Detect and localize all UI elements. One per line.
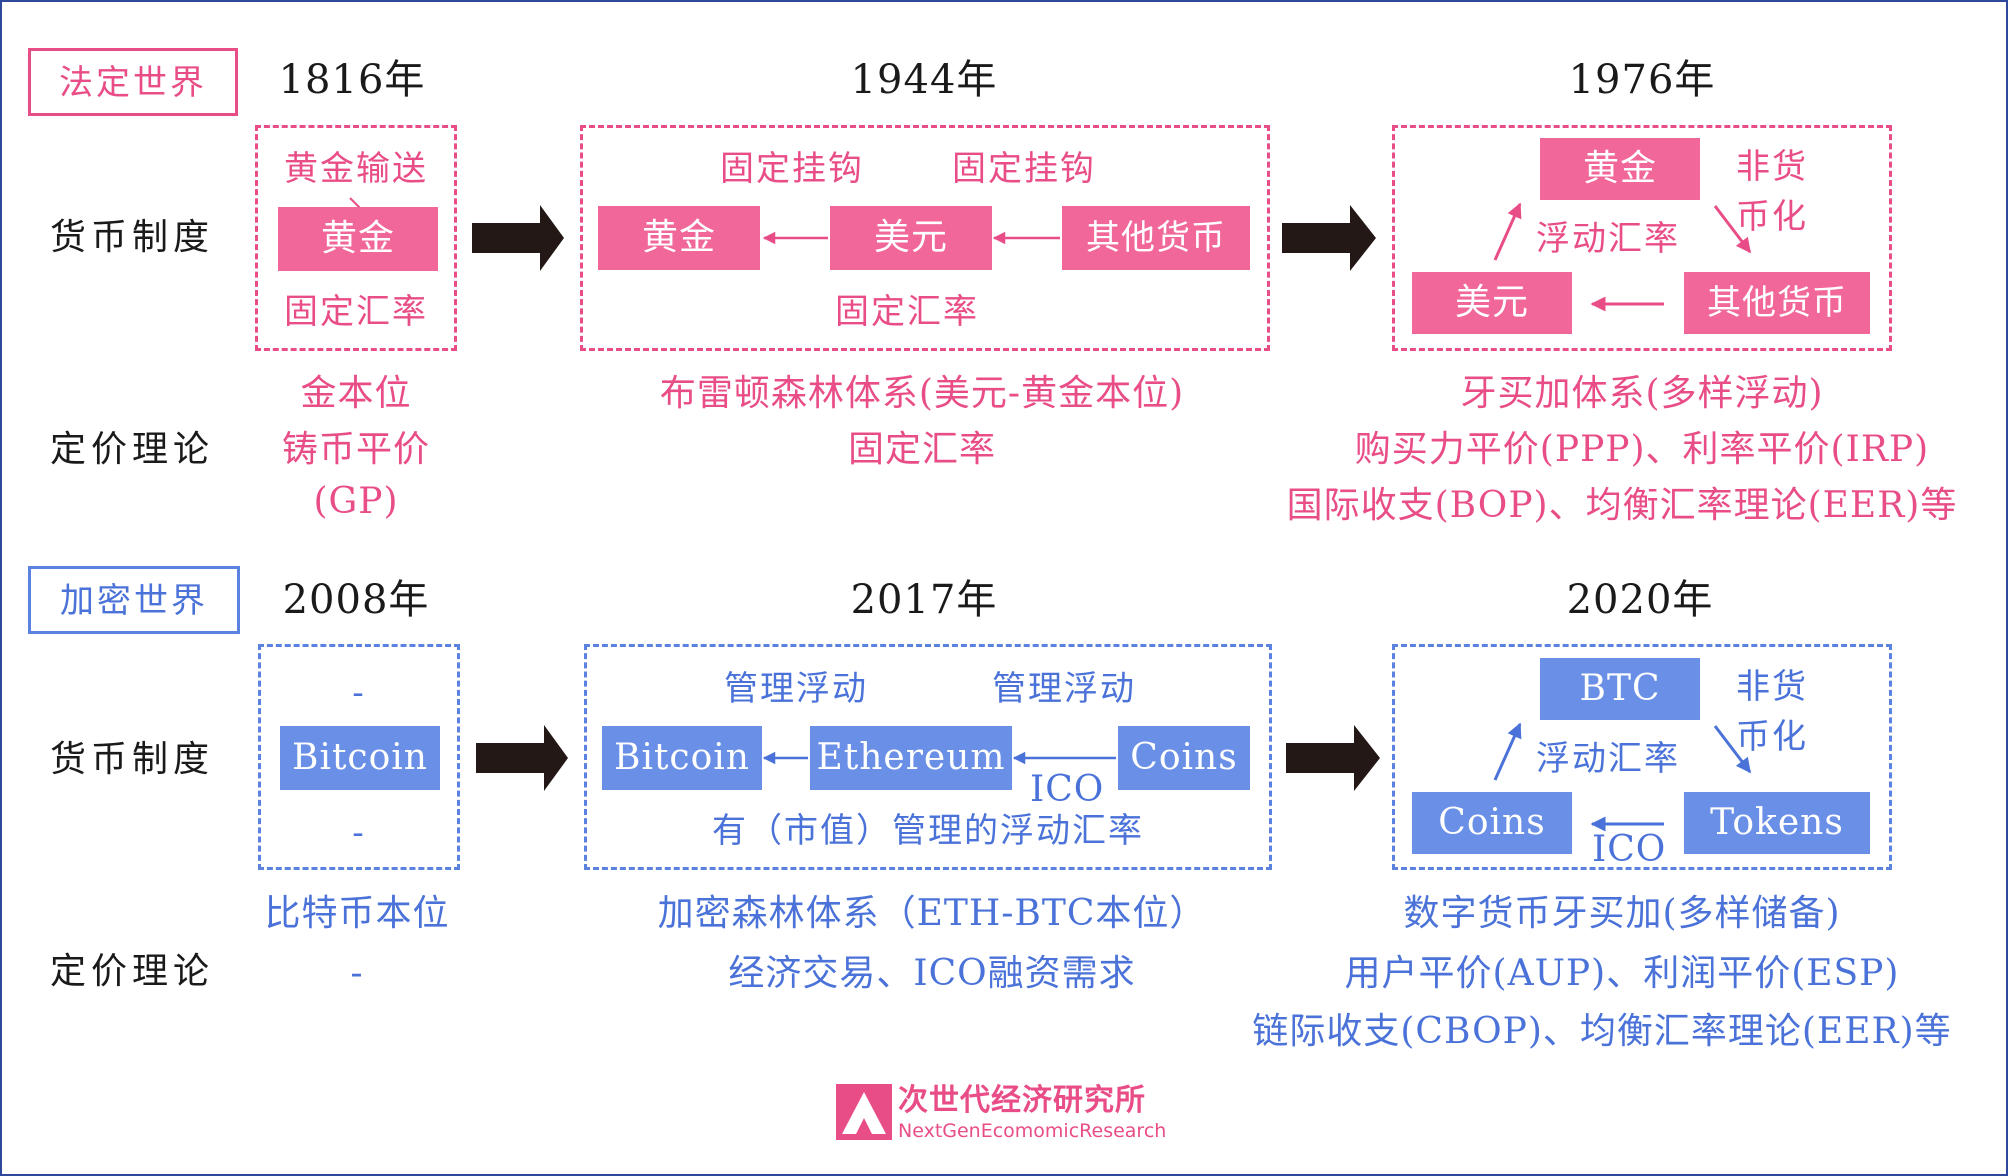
crypto-2020-side-note-1: 非货 xyxy=(1736,667,1808,707)
transition-arrow-3 xyxy=(476,725,568,791)
link-coins-to-btc xyxy=(1493,722,1522,781)
fiat-1976-theory-2: 购买力平价(PPP)、利率平价(IRP) xyxy=(1354,429,1930,470)
crypto-2017-bitcoin-box: Bitcoin xyxy=(602,726,762,790)
fiat-1944-gold-box: 黄金 xyxy=(598,206,760,270)
crypto-2017-top-note-right: 管理浮动 xyxy=(992,669,1136,709)
fiat-1976-other-currency-box: 其他货币 xyxy=(1684,272,1870,334)
transition-arrow-2 xyxy=(1282,205,1376,271)
crypto-2017-coins-box: Coins xyxy=(1118,726,1250,790)
crypto-2020-btc-box: BTC xyxy=(1540,658,1700,720)
fiat-1976-gold-box: 黄金 xyxy=(1540,138,1700,200)
link-usd-to-gold-1976 xyxy=(1493,202,1522,261)
crypto-2020-theory-2: 用户平价(AUP)、利润平价(ESP) xyxy=(1344,953,1900,994)
fiat-1976-side-note-1: 非货 xyxy=(1736,147,1808,187)
crypto-2017-theory-1: 加密森林体系（ETH-BTC本位） xyxy=(657,893,1207,934)
crypto-2020-mid-note: 浮动汇率 xyxy=(1536,739,1680,779)
crypto-2008-theory-2: - xyxy=(350,953,364,994)
fiat-1816-bottom-note: 固定汇率 xyxy=(284,292,428,332)
crypto-year-2020: 2020年 xyxy=(1566,577,1714,623)
crypto-2008-theory-1: 比特币本位 xyxy=(264,893,450,934)
fiat-world-tag: 法定世界 xyxy=(28,48,238,116)
fiat-1816-theory-2: 铸币平价 xyxy=(281,429,430,470)
crypto-2020-theory-3: 链际收支(CBOP)、均衡汇率理论(EER)等 xyxy=(1252,1011,1952,1052)
crypto-year-2008: 2008年 xyxy=(282,577,430,623)
fiat-1944-theory-2: 固定汇率 xyxy=(847,429,996,470)
fiat-1944-top-note-right: 固定挂钩 xyxy=(952,149,1096,189)
link-gold-demonetize xyxy=(1713,205,1752,254)
fiat-1944-frame xyxy=(580,125,1270,351)
crypto-pricing-theory-label: 定价理论 xyxy=(50,951,215,992)
fiat-1816-frame xyxy=(255,125,457,351)
crypto-2017-top-note-left: 管理浮动 xyxy=(724,669,868,709)
crypto-2020-tokens-box: Tokens xyxy=(1684,792,1870,854)
crypto-2017-ico-note: ICO xyxy=(1030,769,1105,810)
fiat-1976-theory-1: 牙买加体系(多样浮动) xyxy=(1460,373,1824,414)
crypto-2020-coins-box: Coins xyxy=(1412,792,1572,854)
fiat-1976-usd-box: 美元 xyxy=(1412,272,1572,334)
fiat-monetary-system-label: 货币制度 xyxy=(50,217,215,258)
fiat-1976-side-note-2: 币化 xyxy=(1736,197,1808,237)
fiat-1816-gold-box: 黄金 xyxy=(278,207,438,271)
logo-text-cn: 次世代经济研究所 xyxy=(898,1083,1146,1118)
crypto-2020-theory-1: 数字货币牙买加(多样储备) xyxy=(1403,893,1841,934)
link-gold-shipment xyxy=(349,197,361,209)
crypto-year-2017: 2017年 xyxy=(850,577,998,623)
fiat-1944-other-currency-box: 其他货币 xyxy=(1062,206,1250,270)
crypto-2020-frame xyxy=(1392,644,1892,870)
crypto-2008-frame xyxy=(258,644,460,870)
fiat-1816-theory-1: 金本位 xyxy=(300,373,412,414)
crypto-world-tag: 加密世界 xyxy=(28,566,240,634)
crypto-2020-side-note-2: 币化 xyxy=(1736,717,1808,757)
crypto-monetary-system-label: 货币制度 xyxy=(50,739,215,780)
fiat-pricing-theory-label: 定价理论 xyxy=(50,429,215,470)
logo-mark-icon xyxy=(836,1084,892,1140)
fiat-1976-mid-note: 浮动汇率 xyxy=(1536,219,1680,259)
crypto-2017-ethereum-box: Ethereum xyxy=(810,726,1012,790)
fiat-year-1976: 1976年 xyxy=(1568,57,1716,103)
link-btc-demonetize xyxy=(1713,725,1752,774)
crypto-2017-bottom-note: 有（市值）管理的浮动汇率 xyxy=(712,811,1144,851)
fiat-1816-theory-3: (GP) xyxy=(313,481,399,522)
crypto-2008-top-note: - xyxy=(352,673,366,713)
logo-text-en: NextGenEcomomicResearch xyxy=(898,1120,1167,1142)
crypto-2020-ico-note: ICO xyxy=(1592,829,1667,870)
crypto-2017-theory-2: 经济交易、ICO融资需求 xyxy=(728,953,1136,994)
fiat-1944-bottom-note: 固定汇率 xyxy=(835,292,979,332)
crypto-2008-bitcoin-box: Bitcoin xyxy=(280,726,440,790)
fiat-1944-usd-box: 美元 xyxy=(830,206,992,270)
crypto-2008-bottom-note: - xyxy=(352,813,366,853)
crypto-2017-frame xyxy=(584,644,1272,870)
fiat-1976-theory-3: 国际收支(BOP)、均衡汇率理论(EER)等 xyxy=(1286,485,1958,526)
transition-arrow-4 xyxy=(1286,725,1380,791)
fiat-1816-top-note: 黄金输送 xyxy=(284,149,428,189)
fiat-year-1944: 1944年 xyxy=(850,57,998,103)
fiat-1976-frame xyxy=(1392,125,1892,351)
fiat-year-1816: 1816年 xyxy=(278,57,426,103)
fiat-1944-theory-1: 布雷顿森林体系(美元-黄金本位) xyxy=(659,373,1185,414)
transition-arrow-1 xyxy=(472,205,564,271)
fiat-1944-top-note-left: 固定挂钩 xyxy=(720,149,864,189)
